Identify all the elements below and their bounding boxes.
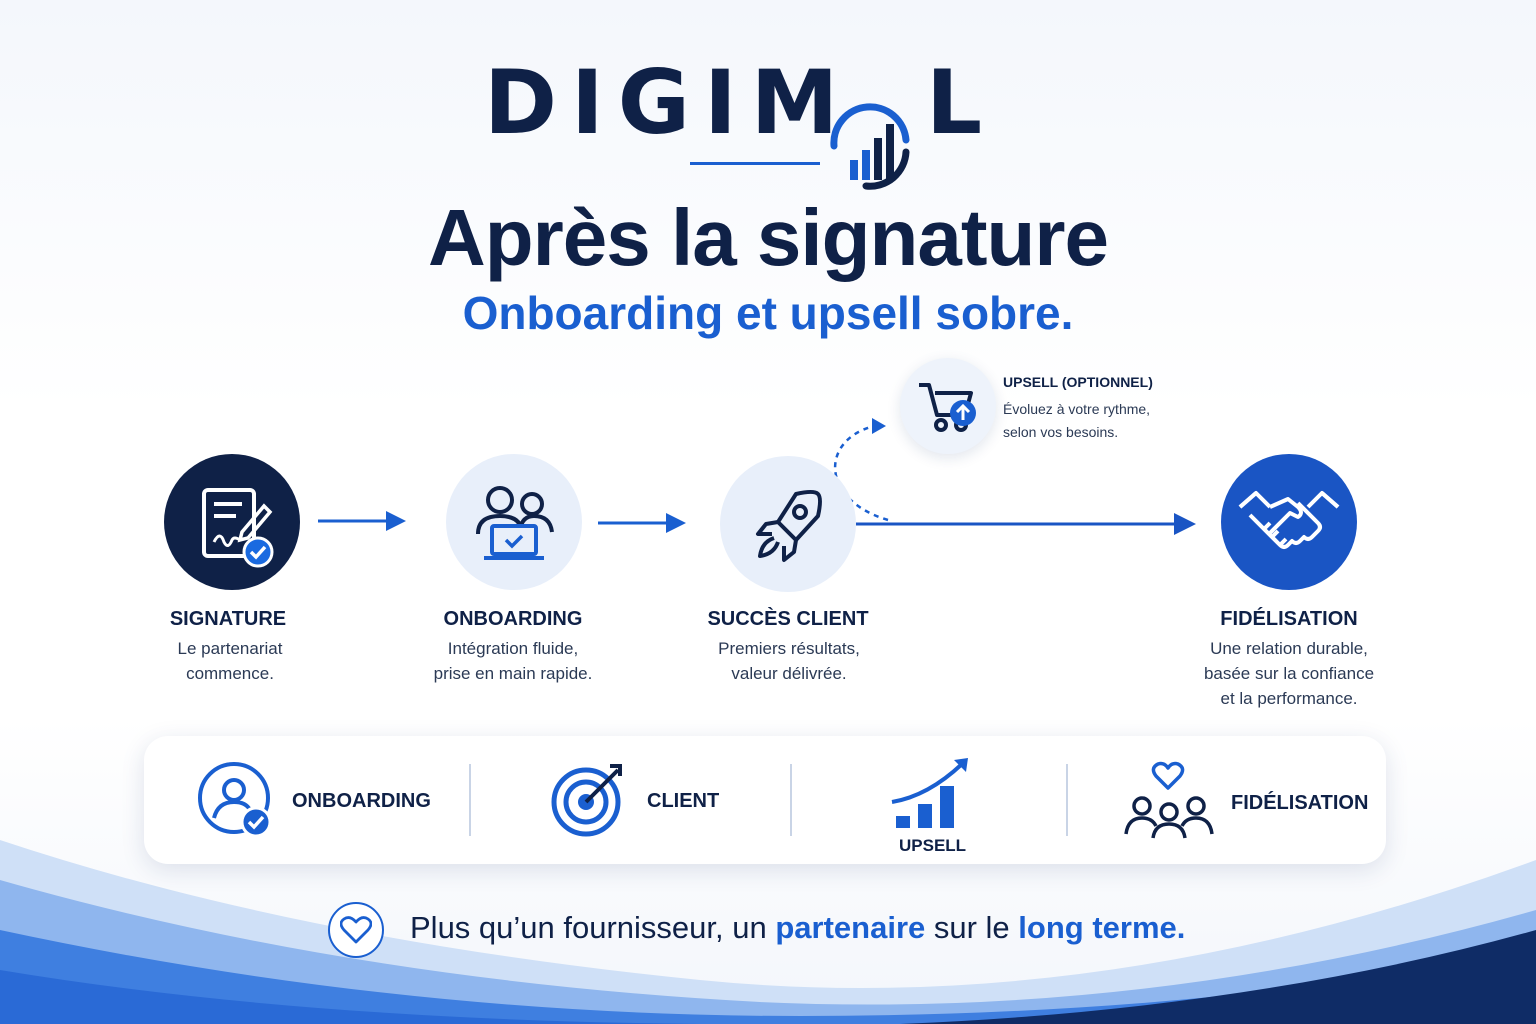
step-succes-circle [720, 456, 856, 592]
card-label-onboarding: ONBOARDING [292, 790, 431, 812]
step-signature-desc-line1: Le partenariat [177, 639, 283, 658]
arrow-onboarding-succes [598, 513, 686, 533]
handshake-icon [1238, 491, 1340, 549]
step-onboarding-title: ONBOARDING [443, 608, 583, 630]
upsell-desc-line2: selon vos besoins. [1003, 424, 1119, 440]
step-onboarding-desc-line1: Intégration fluide, [447, 639, 579, 658]
card-label-fidelisation: FIDÉLISATION [1231, 792, 1369, 814]
step-onboarding-desc-line2: prise en main rapide. [433, 664, 593, 683]
dashed-arrow-upsell [834, 418, 889, 522]
heart-icon [340, 916, 372, 944]
step-fidelisation-desc-line1: Une relation durable, [1210, 639, 1368, 658]
signed-document-icon [202, 488, 274, 568]
step-fidelisation-desc: Une relation durable, basée sur la confi… [1159, 636, 1419, 711]
step-signature-desc: Le partenariat commence. [100, 636, 360, 686]
decorative-waves [0, 840, 1536, 1024]
summary-card [144, 736, 1386, 864]
card-divider [790, 764, 792, 836]
community-heart-icon [1124, 761, 1214, 839]
step-signature-desc-line2: commence. [186, 664, 274, 683]
target-icon [551, 764, 622, 837]
step-succes-desc-line2: valeur délivrée. [731, 664, 847, 683]
growth-chart-icon [891, 758, 968, 828]
page-title: Après la signature [427, 193, 1109, 282]
upsell-desc-line1: Évoluez à votre rythme, [1003, 401, 1151, 417]
upsell-circle [900, 358, 996, 454]
footer-text-part2: sur le [925, 910, 1019, 945]
arrow-succes-fidelisation [856, 513, 1196, 535]
logo-text-left: DIGIM [484, 51, 853, 154]
footer-tagline: Plus qu’un fournisseur, un partenaire su… [410, 910, 1185, 946]
upsell-title: UPSELL (OPTIONNEL) [1003, 374, 1153, 390]
brand-logo: DIGIM L [0, 51, 1536, 190]
footer-highlight-partenaire: partenaire [775, 910, 926, 945]
footer-highlight-long-terme: long terme. [1018, 910, 1186, 945]
user-check-icon [198, 762, 272, 838]
footer-text-part1: Plus qu’un fournisseur, un [410, 910, 776, 945]
step-fidelisation-title: FIDÉLISATION [1220, 608, 1358, 630]
team-laptop-icon [476, 486, 554, 560]
step-fidelisation-circle [1221, 454, 1357, 590]
step-onboarding-desc: Intégration fluide, prise en main rapide… [383, 636, 643, 686]
logo-divider [690, 162, 820, 165]
logo-chart-o-icon [830, 103, 910, 190]
step-signature-title: SIGNATURE [169, 608, 287, 630]
arrow-signature-onboarding [318, 511, 406, 531]
card-label-upsell: UPSELL [899, 836, 967, 855]
rocket-icon [756, 490, 822, 562]
step-fidelisation-desc-line2: basée sur la confiance [1203, 664, 1375, 683]
step-succes-desc-line1: Premiers résultats, [718, 639, 860, 658]
card-divider [469, 764, 471, 836]
step-signature-circle [164, 454, 300, 590]
step-succes-title: SUCCÈS CLIENT [707, 608, 869, 630]
card-divider [1066, 764, 1068, 836]
step-onboarding-circle [446, 454, 582, 590]
logo-text-right: L [926, 51, 997, 154]
step-fidelisation-desc-line3: et la performance. [1220, 689, 1358, 708]
cart-upgrade-icon [919, 383, 976, 432]
footer-heart-badge [328, 902, 384, 958]
page-subtitle: Onboarding et upsell sobre. [462, 287, 1074, 339]
step-succes-desc: Premiers résultats, valeur délivrée. [659, 636, 919, 686]
upsell-desc: Évoluez à votre rythme, selon vos besoin… [1003, 398, 1203, 444]
card-label-client: CLIENT [647, 790, 720, 812]
